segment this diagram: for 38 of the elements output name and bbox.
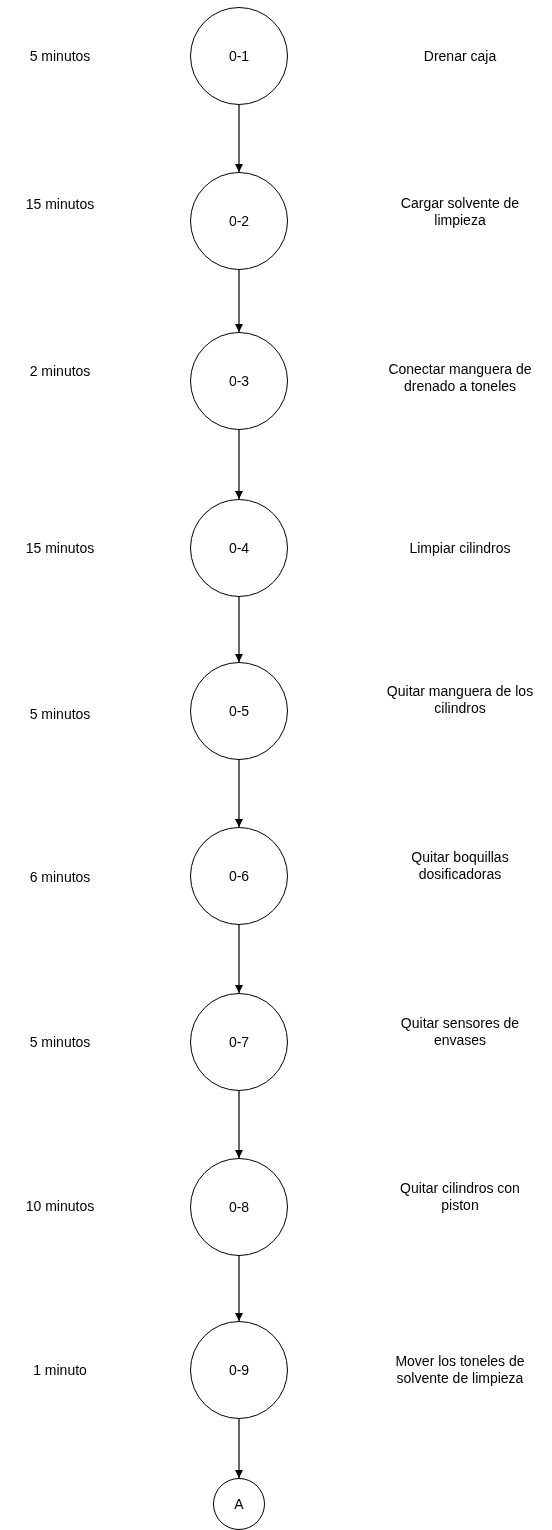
duration-label: 1 minuto bbox=[32, 1361, 88, 1379]
activity-label: Mover los toneles de solvente de limpieza bbox=[394, 1353, 526, 1387]
duration-label: 2 minutos bbox=[28, 362, 92, 380]
activity-label: Cargar solvente de limpieza bbox=[399, 195, 521, 229]
arrow bbox=[235, 269, 243, 333]
process-circle bbox=[213, 1478, 265, 1530]
activity-label: Quitar manguera de los cilindros bbox=[385, 683, 535, 717]
arrow bbox=[235, 759, 243, 828]
duration-label: 5 minutos bbox=[28, 705, 92, 723]
activity-label: Conectar manguera de drenado a toneles bbox=[387, 361, 533, 395]
arrow bbox=[235, 104, 243, 173]
node-label: 0-7 bbox=[228, 1034, 250, 1050]
duration-label: 15 minutos bbox=[24, 539, 96, 557]
duration-label: 5 minutos bbox=[28, 47, 92, 65]
activity-label: Limpiar cilindros bbox=[408, 539, 512, 557]
duration-label: 10 minutos bbox=[24, 1197, 96, 1215]
arrow bbox=[235, 924, 243, 994]
activity-label: Drenar caja bbox=[422, 47, 498, 65]
duration-label: 6 minutos bbox=[28, 868, 92, 886]
node-label: 0-3 bbox=[228, 373, 250, 389]
arrow bbox=[235, 596, 243, 663]
arrow bbox=[235, 1090, 243, 1159]
arrow bbox=[235, 1418, 243, 1479]
node-label: 0-6 bbox=[228, 868, 250, 884]
duration-label: 5 minutos bbox=[28, 1033, 92, 1051]
activity-label: Quitar sensores de envases bbox=[399, 1015, 521, 1049]
node-label: 0-5 bbox=[228, 703, 250, 719]
activity-label: Quitar boquillas dosificadoras bbox=[410, 849, 510, 883]
node-label: 0-8 bbox=[228, 1199, 250, 1215]
node-label: 0-9 bbox=[228, 1362, 250, 1378]
node-label: 0-4 bbox=[228, 540, 250, 556]
activity-label: Quitar cilindros con piston bbox=[399, 1180, 521, 1214]
node-label: 0-2 bbox=[228, 213, 250, 229]
arrow bbox=[235, 1255, 243, 1322]
duration-label: 15 minutos bbox=[24, 195, 96, 213]
arrow bbox=[235, 429, 243, 500]
node-label: 0-1 bbox=[228, 48, 250, 64]
node-label: A bbox=[234, 1496, 244, 1512]
